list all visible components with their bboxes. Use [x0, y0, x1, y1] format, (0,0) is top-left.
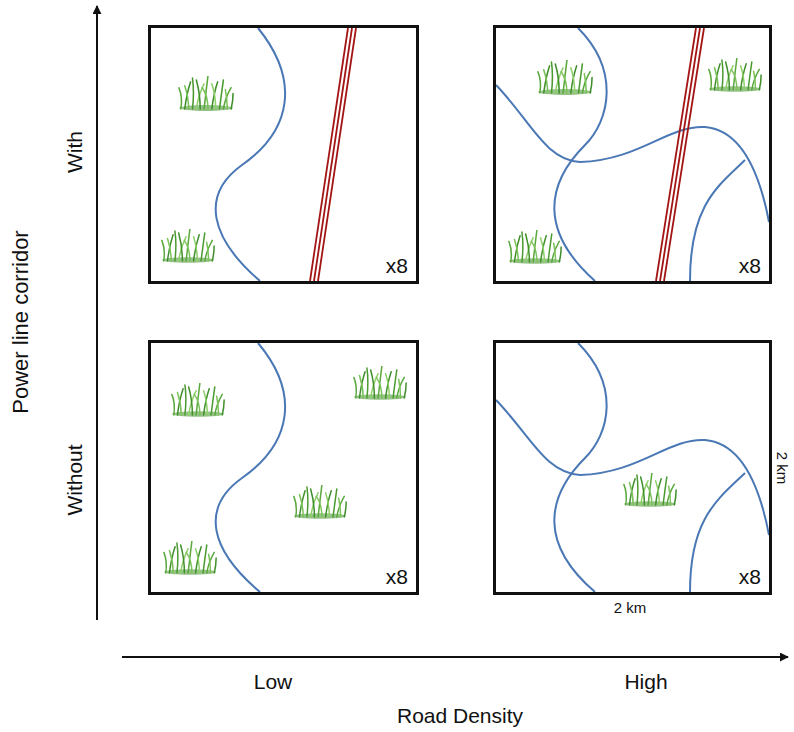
- grass-patch: [172, 383, 224, 417]
- x-axis: [122, 656, 788, 658]
- dimension-label: 2 km: [774, 452, 791, 485]
- axis-title: Power line corridor: [9, 230, 33, 413]
- grass-patch: [179, 76, 233, 111]
- replicate-count: x8: [386, 255, 408, 276]
- axis-title: Road Density: [397, 704, 523, 727]
- grass-patch: [294, 485, 346, 519]
- scenario-panel: x8: [148, 25, 419, 284]
- grass-patch: [164, 541, 216, 575]
- replicate-count: x8: [739, 255, 761, 276]
- axis-tick-label: High: [624, 670, 667, 693]
- grass-patch: [162, 229, 214, 263]
- grass-patch: [354, 366, 406, 400]
- y-axis: [96, 6, 98, 620]
- grass-patch: [509, 230, 561, 264]
- road: [496, 28, 769, 281]
- road: [216, 343, 285, 592]
- road: [496, 343, 769, 592]
- power-line: [656, 28, 704, 281]
- axis-tick-label: Low: [254, 670, 293, 693]
- grass-patch: [538, 60, 592, 95]
- road: [216, 28, 285, 281]
- grass-patch: [624, 473, 676, 507]
- power-line: [310, 28, 356, 281]
- scenario-panel: x8: [493, 25, 772, 284]
- scenario-panel: x8: [493, 340, 772, 595]
- panel-art: [162, 28, 356, 281]
- panel-art: [496, 28, 769, 281]
- dimension-label: 2 km: [614, 600, 647, 617]
- axis-tick-label: With: [63, 131, 86, 173]
- replicate-count: x8: [739, 566, 761, 587]
- replicate-count: x8: [386, 566, 408, 587]
- panel-art: [164, 343, 406, 592]
- grass-patch: [709, 58, 761, 92]
- scenario-panel: x8: [148, 340, 419, 595]
- panel-art: [496, 343, 769, 592]
- axis-tick-label: Without: [63, 444, 86, 515]
